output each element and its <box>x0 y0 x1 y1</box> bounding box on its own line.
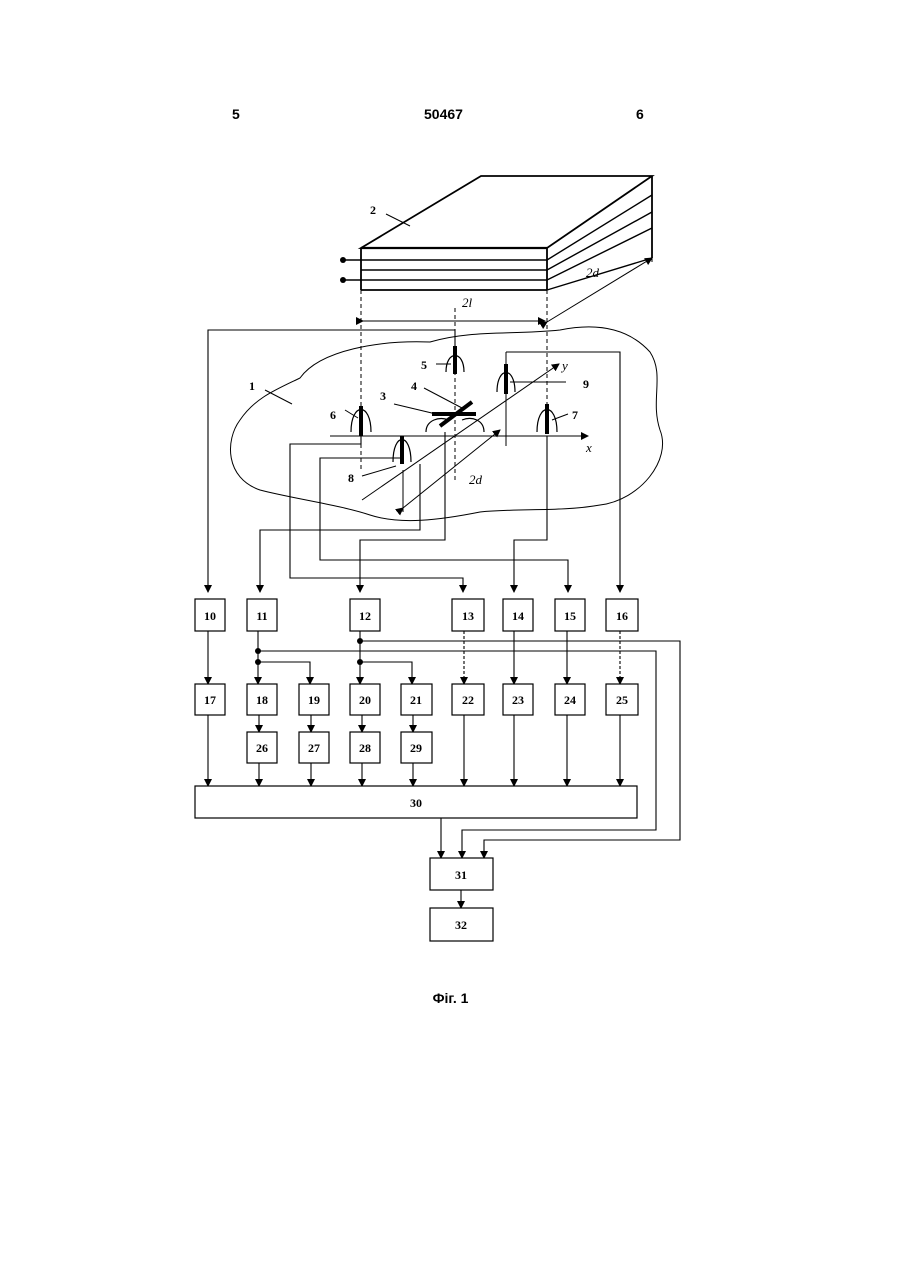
block-16: 16 <box>606 599 638 631</box>
probe-6 <box>345 406 371 436</box>
terminal-dot <box>340 257 346 263</box>
svg-text:22: 22 <box>462 693 474 707</box>
block-22: 22 <box>452 684 484 715</box>
block-24: 24 <box>555 684 585 715</box>
block-26: 26 <box>247 732 277 763</box>
svg-text:18: 18 <box>256 693 268 707</box>
probe-5 <box>436 346 464 374</box>
label-1: 1 <box>249 379 255 393</box>
svg-text:17: 17 <box>204 693 216 707</box>
svg-text:10: 10 <box>204 609 216 623</box>
block-29: 29 <box>401 732 432 763</box>
label-4: 4 <box>411 379 417 393</box>
field-region-outline <box>230 327 662 521</box>
svg-text:26: 26 <box>256 741 268 755</box>
block-11: 11 <box>247 599 277 631</box>
label-8: 8 <box>348 471 354 485</box>
probe-8 <box>362 436 411 476</box>
label-7: 7 <box>572 408 578 422</box>
block-19: 19 <box>299 684 329 715</box>
block-15: 15 <box>555 599 585 631</box>
svg-text:19: 19 <box>308 693 320 707</box>
svg-text:23: 23 <box>512 693 524 707</box>
block-25: 25 <box>606 684 638 715</box>
junction-dot <box>357 638 363 644</box>
svg-text:13: 13 <box>462 609 474 623</box>
block-32: 32 <box>430 908 493 941</box>
label-2: 2 <box>370 203 376 217</box>
svg-text:14: 14 <box>512 609 524 623</box>
svg-text:30: 30 <box>410 796 422 810</box>
svg-text:31: 31 <box>455 868 467 882</box>
label-9: 9 <box>583 377 589 391</box>
svg-text:28: 28 <box>359 741 371 755</box>
axis-y-label: y <box>560 358 568 373</box>
svg-text:24: 24 <box>564 693 576 707</box>
dimension-2l: 2l <box>462 295 473 310</box>
block-27: 27 <box>299 732 329 763</box>
svg-text:15: 15 <box>564 609 576 623</box>
svg-text:32: 32 <box>455 918 467 932</box>
svg-text:12: 12 <box>359 609 371 623</box>
junction-dot <box>357 659 363 665</box>
block-23: 23 <box>503 684 533 715</box>
probe-9 <box>497 364 566 394</box>
terminal-dot <box>340 277 346 283</box>
layered-plate <box>343 176 652 290</box>
block-12: 12 <box>350 599 380 631</box>
label-3: 3 <box>380 389 386 403</box>
svg-text:20: 20 <box>359 693 371 707</box>
block-20: 20 <box>350 684 380 715</box>
junction-dot <box>255 659 261 665</box>
svg-text:29: 29 <box>410 741 422 755</box>
svg-text:25: 25 <box>616 693 628 707</box>
dimension-2d-top: 2d <box>586 265 600 280</box>
block-17: 17 <box>195 684 225 715</box>
junction-dot <box>255 648 261 654</box>
block-30: 30 <box>195 786 637 818</box>
label-5: 5 <box>421 358 427 372</box>
block-18: 18 <box>247 684 277 715</box>
svg-text:11: 11 <box>256 609 267 623</box>
svg-text:27: 27 <box>308 741 320 755</box>
block-14: 14 <box>503 599 533 631</box>
label-6: 6 <box>330 408 336 422</box>
block-13: 13 <box>452 599 484 631</box>
block-10: 10 <box>195 599 225 631</box>
block-21: 21 <box>401 684 432 715</box>
dimension-2d-field: 2d <box>469 472 483 487</box>
probe-7 <box>537 404 568 434</box>
block-31: 31 <box>430 858 493 890</box>
axis-x-label: x <box>585 440 592 455</box>
svg-text:21: 21 <box>410 693 422 707</box>
figure-caption: Фіг. 1 <box>0 990 901 1006</box>
block-28: 28 <box>350 732 380 763</box>
svg-text:16: 16 <box>616 609 628 623</box>
